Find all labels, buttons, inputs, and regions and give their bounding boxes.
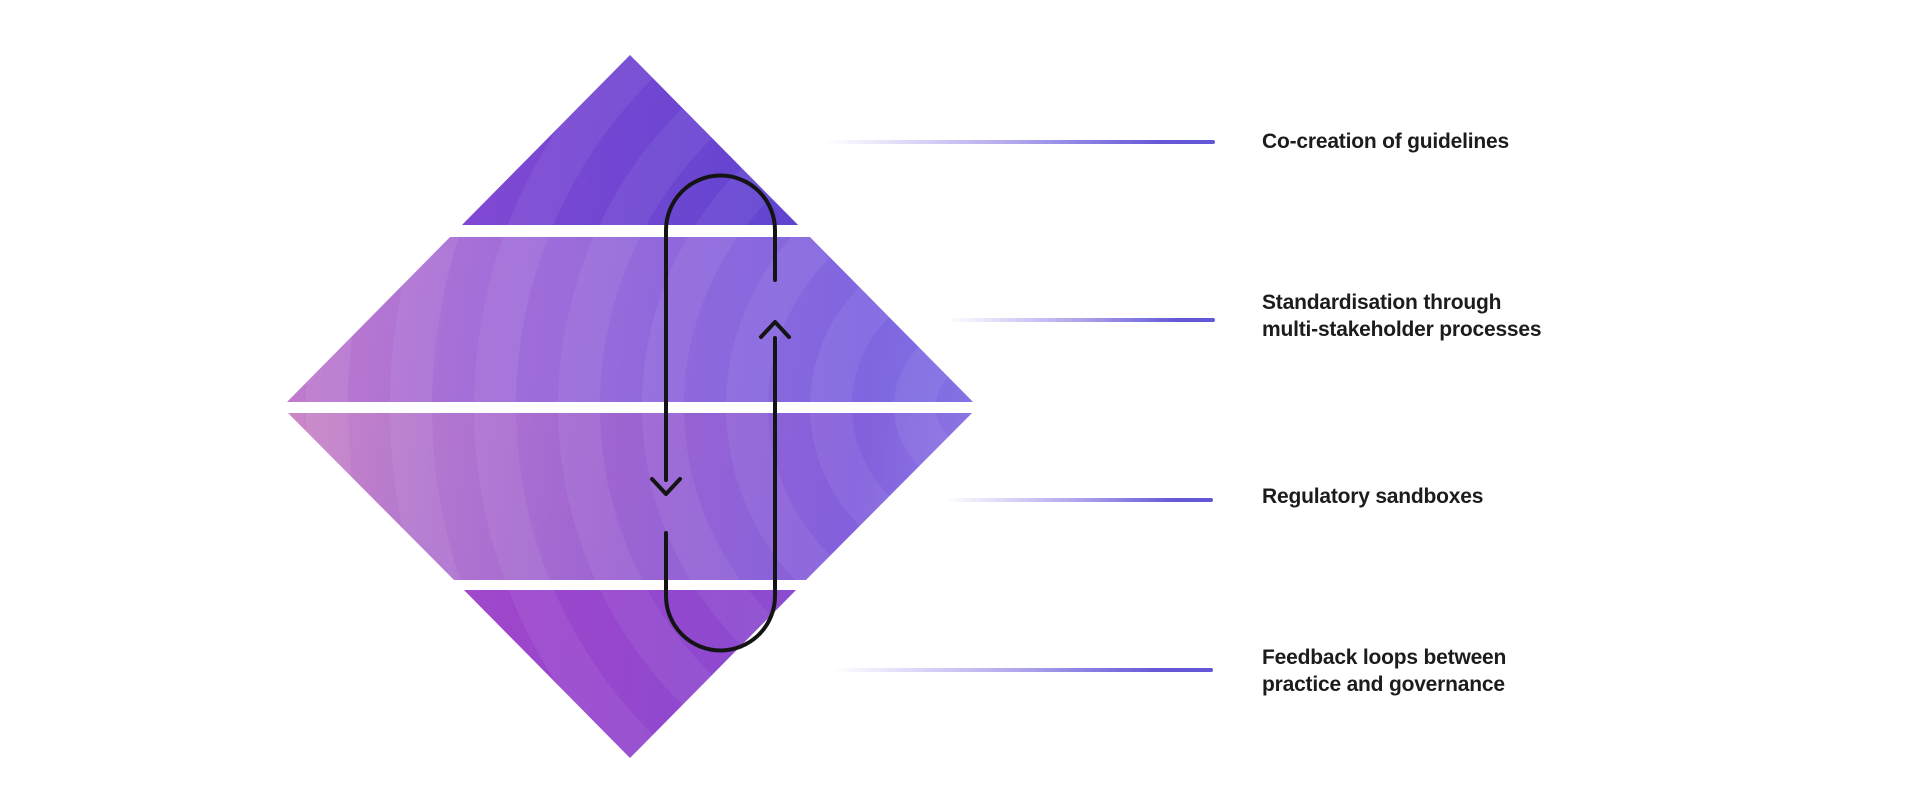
label-standardisation: Standardisation through multi-stakeholde… [1262,289,1542,343]
label-line: practice and governance [1262,673,1505,696]
connector-line-2 [947,318,1215,322]
band-divider-1 [282,225,978,237]
label-line: Feedback loops between [1262,646,1507,669]
label-regulatory-sandboxes: Regulatory sandboxes [1262,483,1483,510]
label-line: Standardisation through [1262,291,1502,314]
band-divider-3 [282,580,978,590]
diamond-graphic [282,55,978,758]
label-line: Regulatory sandboxes [1262,485,1484,508]
label-line: multi-stakeholder processes [1262,318,1542,341]
connector-line-1 [825,140,1215,144]
connector-line-4 [833,668,1213,672]
label-feedback-loops: Feedback loops between practice and gove… [1262,644,1506,698]
connector-line-3 [945,498,1213,502]
label-co-creation: Co-creation of guidelines [1262,128,1509,155]
band-divider-2 [282,402,978,413]
label-line: Co-creation of guidelines [1262,130,1510,153]
